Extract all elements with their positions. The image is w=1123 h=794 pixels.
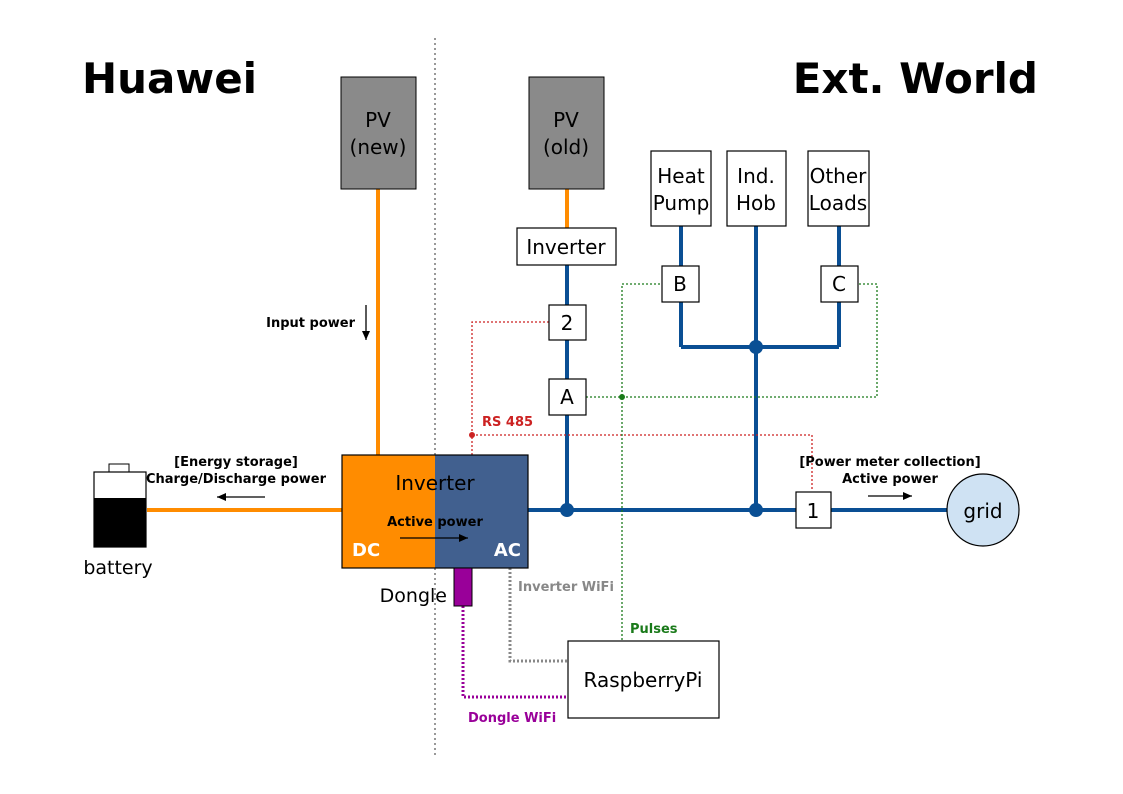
raspberry-pi-box: RaspberryPi — [567, 640, 720, 719]
grid-node: grid — [946, 473, 1020, 547]
svg-text:A: A — [560, 385, 574, 409]
energy-storage-label: [Energy storage] — [174, 455, 298, 470]
pv-new-label: PV — [365, 108, 391, 132]
rs485-junction-dot — [469, 432, 475, 438]
meter-c: C — [820, 265, 859, 303]
dongle-wifi-label: Dongle WiFi — [468, 711, 556, 726]
pv-new-panel: PV (new) — [340, 76, 417, 190]
inverter-active-power-label: Active power — [387, 515, 483, 530]
svg-text:Heat: Heat — [657, 164, 705, 188]
battery-icon — [93, 463, 147, 548]
power-meter-collection-label: [Power meter collection] — [799, 455, 980, 470]
meter-1: 1 — [795, 491, 832, 529]
battery-label: battery — [83, 557, 152, 579]
other-loads-box: Other Loads — [807, 150, 870, 227]
dongle-wifi-line — [461, 606, 568, 699]
old-inverter-label: Inverter — [526, 235, 606, 259]
ind-hob-box: Ind. Hob — [726, 150, 787, 227]
pv-old-label: PV — [553, 108, 579, 132]
heat-pump-box: Heat Pump — [650, 150, 712, 227]
rs485-lines — [471, 321, 813, 490]
pv-old-sublabel: (old) — [543, 135, 589, 159]
pv-new-sublabel: (new) — [350, 135, 407, 159]
pv-old-panel: PV (old) — [528, 76, 605, 190]
dongle-device — [453, 567, 473, 607]
input-power-label: Input power — [266, 316, 355, 331]
junction-dot — [560, 503, 574, 517]
svg-text:C: C — [832, 272, 846, 296]
huawei-inverter: Inverter Active power DC AC — [341, 454, 529, 569]
raspberry-pi-label: RaspberryPi — [584, 668, 703, 692]
charge-discharge-label: Charge/Discharge power — [146, 472, 327, 487]
svg-text:Ind.: Ind. — [737, 164, 775, 188]
inverter-wifi-label: Inverter WiFi — [518, 580, 614, 595]
pulses-label: Pulses — [630, 622, 678, 637]
svg-text:1: 1 — [807, 499, 820, 523]
junction-dot — [749, 503, 763, 517]
title-ext-world: Ext. World — [793, 54, 1038, 103]
svg-text:Other: Other — [810, 164, 868, 188]
grid-active-power-label: Active power — [842, 472, 938, 487]
pulses-lines — [586, 283, 878, 640]
inverter-wifi-line — [508, 568, 568, 663]
old-inverter-box: Inverter — [516, 227, 617, 266]
dc-label: DC — [352, 540, 380, 561]
junction-dot — [749, 340, 763, 354]
svg-text:Loads: Loads — [809, 191, 867, 215]
grid-label: grid — [963, 499, 1002, 523]
svg-text:B: B — [673, 272, 687, 296]
huawei-inverter-title: Inverter — [395, 471, 475, 495]
ac-label: AC — [494, 540, 521, 561]
dongle-label: Dongle — [380, 585, 447, 607]
svg-text:Hob: Hob — [736, 191, 776, 215]
svg-text:Pump: Pump — [653, 191, 710, 215]
meter-b: B — [661, 265, 700, 303]
meter-a: A — [548, 378, 587, 416]
meter-2: 2 — [548, 304, 587, 341]
svg-text:2: 2 — [561, 311, 574, 335]
title-huawei: Huawei — [82, 54, 257, 103]
rs485-label: RS 485 — [482, 415, 533, 430]
pulses-junction-dot — [619, 394, 625, 400]
